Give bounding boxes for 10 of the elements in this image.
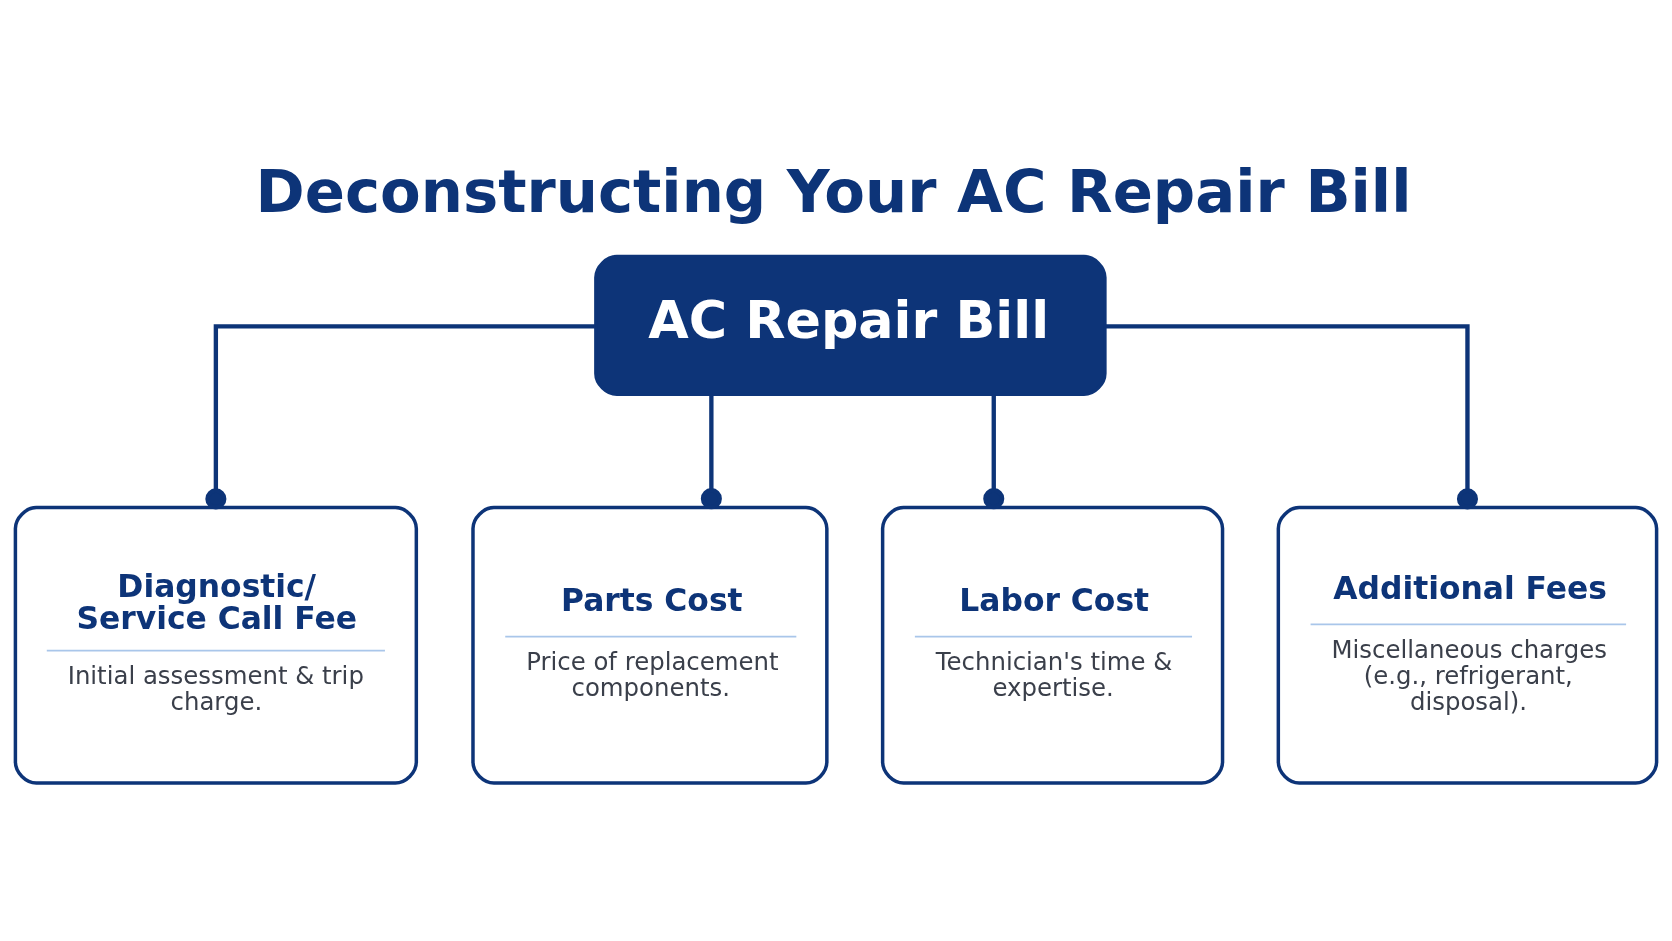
node-box: Diagnostic/ Service Call Fee Initial assessment & trip charge. xyxy=(13,505,419,785)
connector xyxy=(700,394,722,509)
node-box: Additional Fees Miscellaneous charges (e.g., refrigerant, disposal). xyxy=(1276,505,1659,785)
connector xyxy=(983,394,1005,509)
connector xyxy=(1104,323,1478,509)
node-box: AC Repair Bill xyxy=(594,254,1107,396)
node-box: Parts Cost Price of replacement components. xyxy=(471,505,829,785)
diagram-title: Deconstructing Your AC Repair Bill xyxy=(255,156,1412,226)
connector xyxy=(205,323,596,509)
node-box: Labor Cost Technician's time & expertise. xyxy=(880,505,1225,785)
